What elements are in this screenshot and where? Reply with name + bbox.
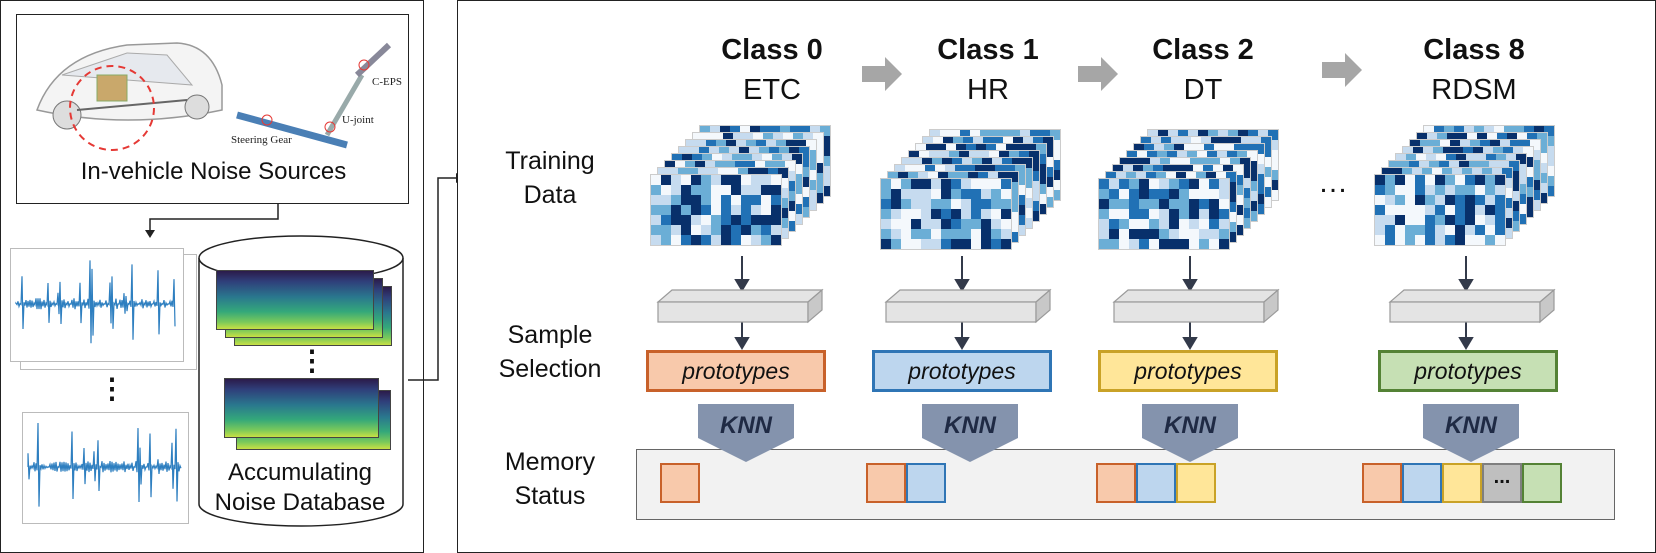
database-caption-line2: Noise Database <box>214 489 386 516</box>
car-illustration: C-EPS U-joint Steering Gear <box>36 42 402 151</box>
header-arrow-1 <box>862 57 902 91</box>
memory-slot <box>1096 463 1136 503</box>
heatmap-layer <box>650 174 782 246</box>
memory-slot <box>1442 463 1482 503</box>
class-2-number: Class 2 <box>1152 34 1254 66</box>
header-arrows <box>862 53 1362 91</box>
prototypes-class-0: prototypes <box>646 350 826 392</box>
waveform-plot-bottom <box>27 422 182 507</box>
class-1-number: Class 1 <box>937 34 1039 66</box>
training-heatmap-class-1 <box>880 128 1080 258</box>
waveform-trace <box>15 260 176 344</box>
memory-slot <box>1176 463 1216 503</box>
heatmap-layer <box>1098 178 1230 250</box>
memory-slot <box>1362 463 1402 503</box>
class-0-abbr: ETC <box>743 74 801 106</box>
knn-label: KNN <box>1445 412 1497 439</box>
memory-slot <box>1522 463 1562 503</box>
knn-badge-class-8: KNN <box>1423 404 1519 462</box>
waveform-plot-top <box>15 260 176 344</box>
classes-ellipsis: … <box>1318 166 1348 199</box>
waveform-stack-bottom <box>22 412 189 524</box>
spectrogram-stack-bottom <box>224 378 399 458</box>
c-eps-label: C-EPS <box>372 76 402 88</box>
memory-slot <box>906 463 946 503</box>
prototypes-class-8: prototypes <box>1378 350 1558 392</box>
waveform-ellipsis: ⋮ <box>98 373 126 404</box>
arrow-noise-to-waveforms <box>145 204 279 238</box>
knn-badge-class-1: KNN <box>922 404 1018 462</box>
training-heatmap-class-2 <box>1098 128 1298 258</box>
heatmap-layer <box>1374 174 1506 246</box>
memory-slot <box>866 463 906 503</box>
memory-slot <box>1402 463 1442 503</box>
memory-slot <box>660 463 700 503</box>
training-heatmap-class-8 <box>1374 124 1574 254</box>
waveform-stack-top <box>10 248 197 370</box>
class-1-abbr: HR <box>967 74 1009 106</box>
memory-slot <box>1136 463 1176 503</box>
prototypes-class-1: prototypes <box>872 350 1052 392</box>
class-2-abbr: DT <box>1183 74 1223 106</box>
noise-sources-box: C-EPS U-joint Steering Gear In-vehicle N… <box>16 14 409 204</box>
training-heatmap-class-0 <box>650 124 850 254</box>
class-8-number: Class 8 <box>1423 34 1525 66</box>
header-arrow-2 <box>1078 57 1118 91</box>
waveform-trace <box>27 422 182 507</box>
class-8-abbr: RDSM <box>1431 74 1517 106</box>
training-data-label-line2: Data <box>523 181 577 209</box>
knn-badge-class-2: KNN <box>1142 404 1238 462</box>
u-joint-label: U-joint <box>342 114 374 126</box>
database-ellipsis: ⋮ <box>298 345 326 376</box>
knn-label: KNN <box>944 412 996 439</box>
noise-sources-caption: In-vehicle Noise Sources <box>80 158 347 185</box>
training-data-label-line1: Training <box>505 147 595 175</box>
class-0-number: Class 0 <box>721 34 823 66</box>
database-caption-line1: Accumulating <box>227 459 373 486</box>
spectrogram-stack-top <box>216 270 396 350</box>
sample-selection-label-line1: Sample <box>507 321 593 349</box>
spectrogram <box>224 378 379 438</box>
spectrogram <box>216 270 374 330</box>
sample-selection-label-line2: Selection <box>498 355 602 383</box>
knn-label: KNN <box>1164 412 1216 439</box>
feature-block-class-8 <box>1388 288 1556 324</box>
feature-block-class-0 <box>656 288 824 324</box>
header-arrow-3 <box>1322 53 1362 87</box>
feature-block-class-1 <box>884 288 1052 324</box>
memory-status-label-line1: Memory <box>504 448 596 476</box>
memory-status-label-line2: Status <box>514 482 586 510</box>
feature-block-class-2 <box>1112 288 1280 324</box>
prototypes-class-2: prototypes <box>1098 350 1278 392</box>
memory-slot: ... <box>1482 463 1522 503</box>
knn-badge-class-0: KNN <box>698 404 794 462</box>
steering-gear-label: Steering Gear <box>231 134 292 146</box>
heatmap-layer <box>880 178 1012 250</box>
knn-label: KNN <box>720 412 772 439</box>
